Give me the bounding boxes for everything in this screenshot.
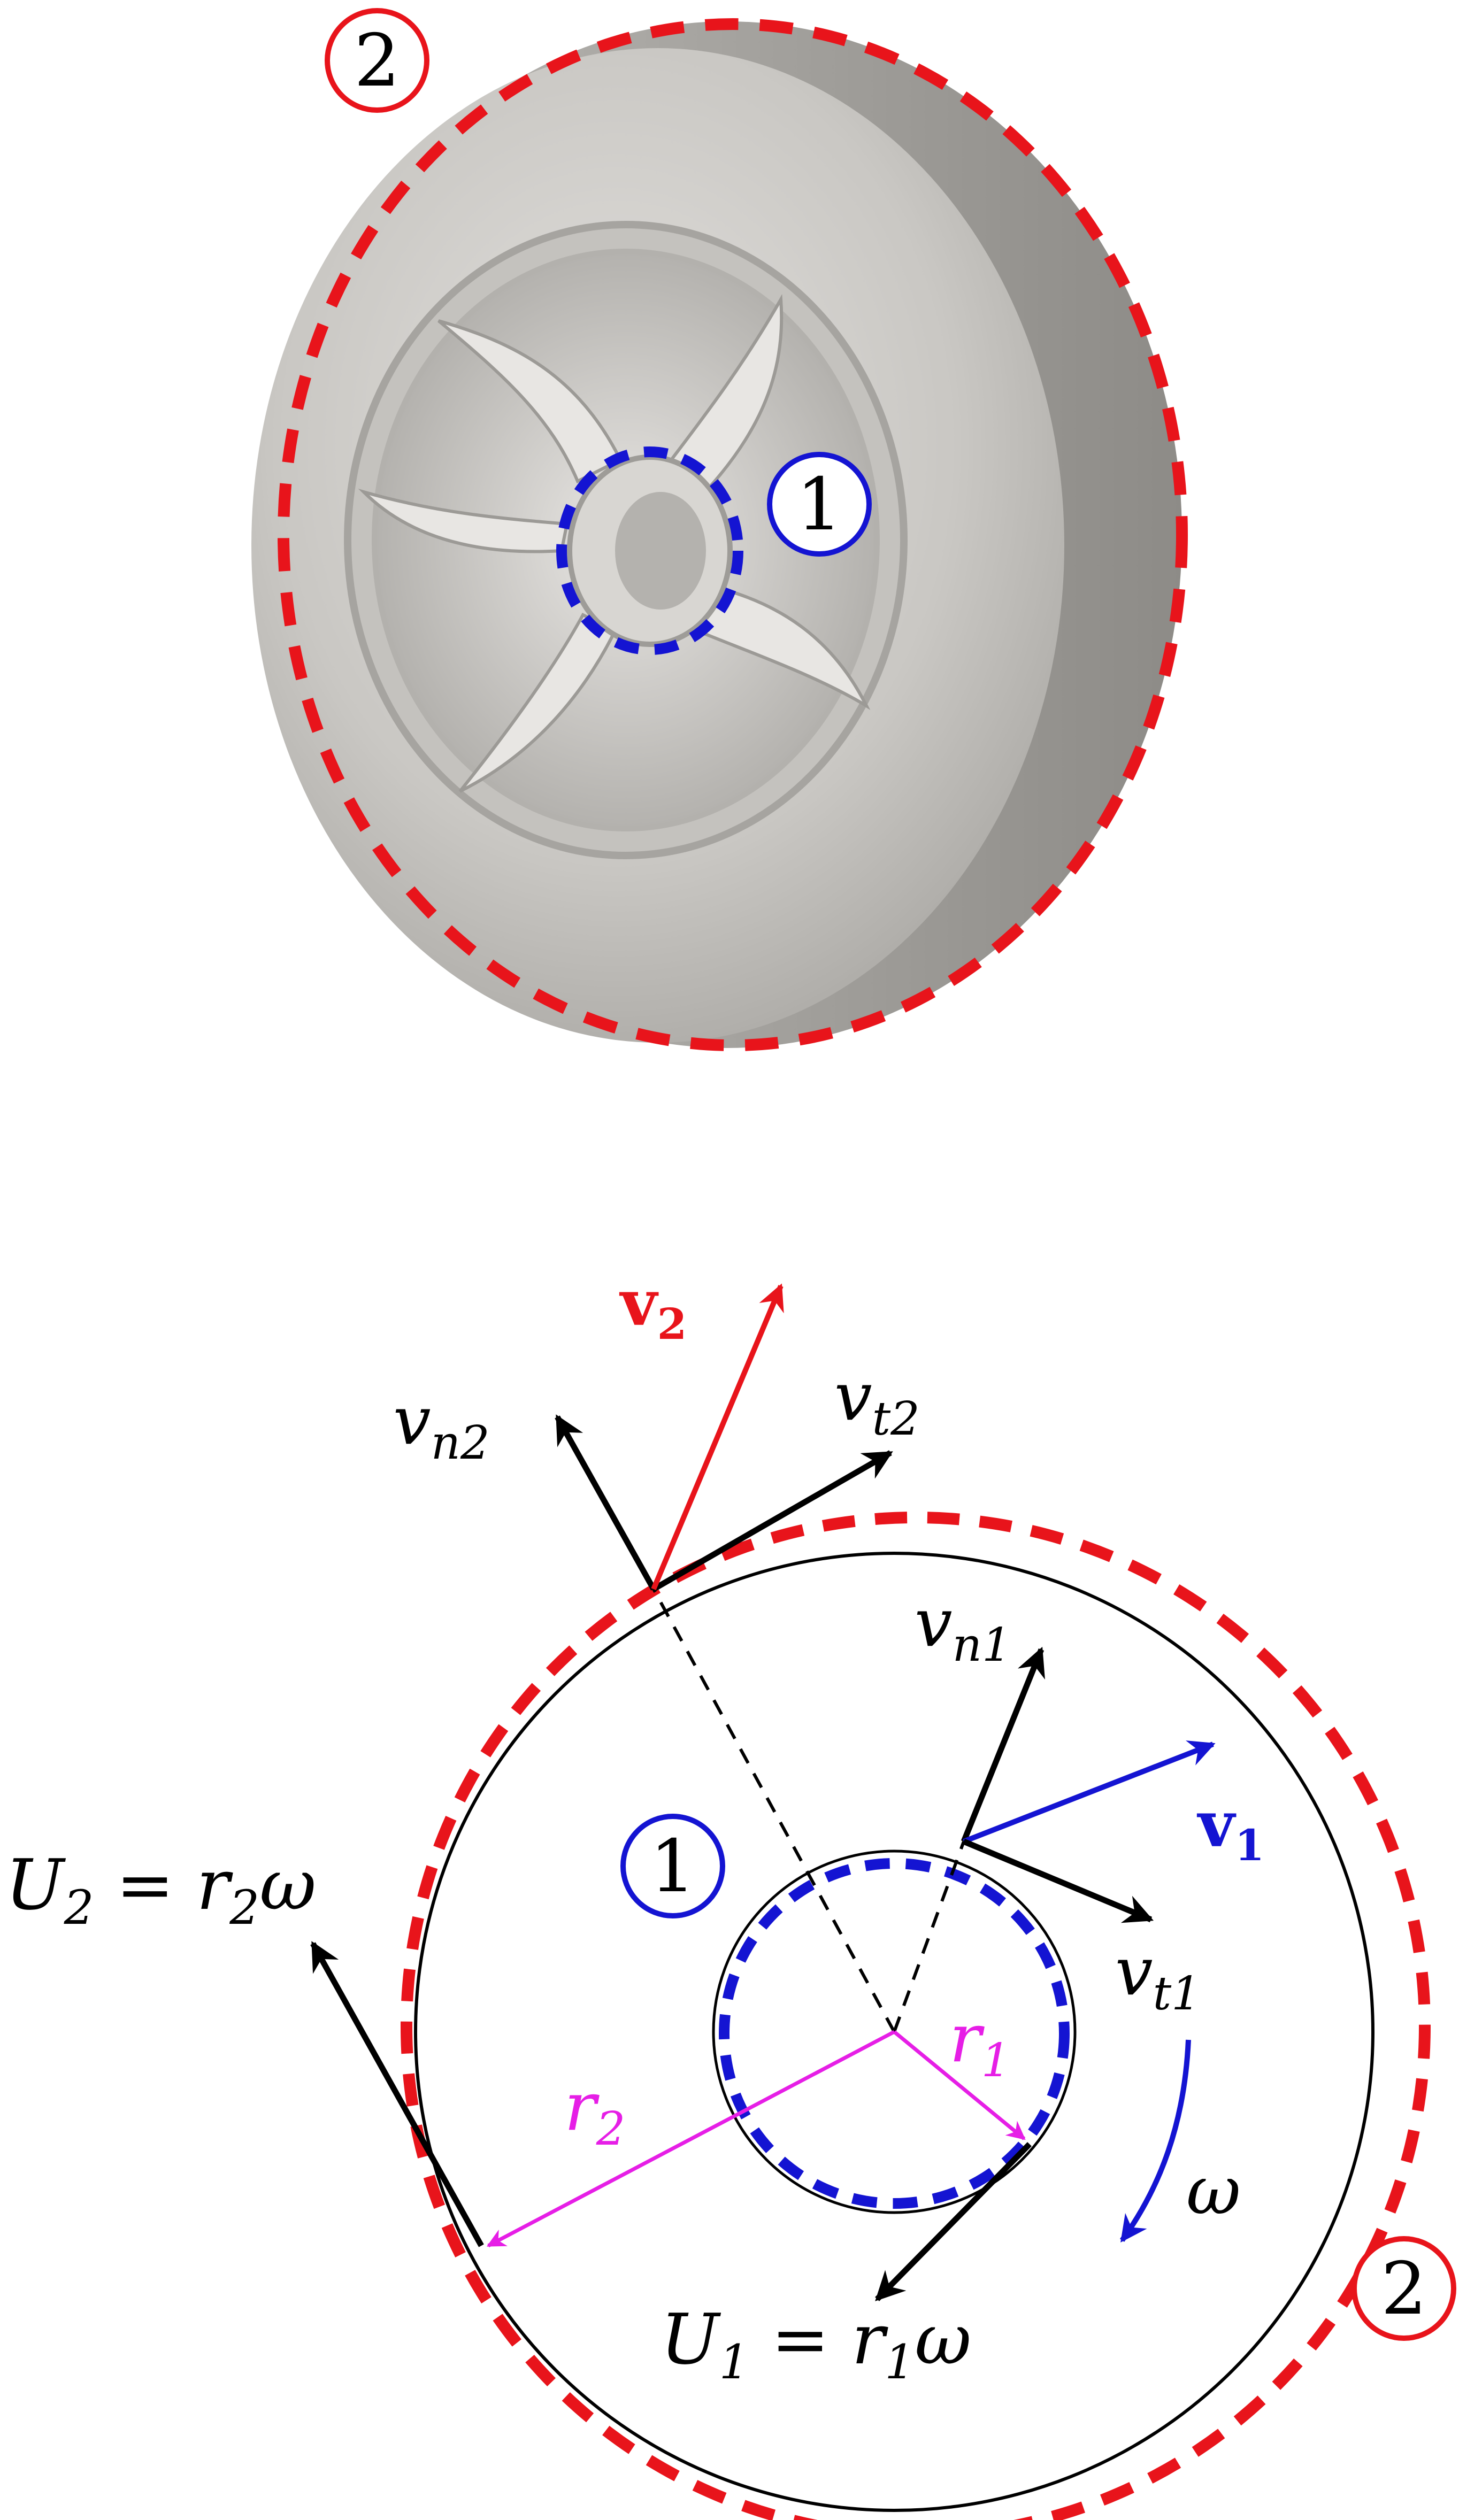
v1-label: v1 bbox=[1196, 1787, 1264, 1870]
U1-arrow bbox=[875, 2142, 1032, 2301]
omega-arrow bbox=[1119, 2039, 1191, 2243]
vt1-arrow bbox=[962, 1838, 1154, 1923]
vn1-label: vn1 bbox=[915, 1584, 1011, 1672]
vn1-arrow bbox=[961, 1646, 1045, 1843]
photo-marker-1: 1 bbox=[767, 452, 872, 557]
vt2-label: vt2 bbox=[834, 1358, 920, 1446]
velocity-diagram: v2 vn2 vt2 vn1 v1 vt1 r1 r2 ω bbox=[5, 1266, 1456, 2520]
photo-inlet-dashed-circle bbox=[556, 446, 743, 655]
radial-line-inlet bbox=[893, 1840, 965, 2033]
vn2-label: vn2 bbox=[393, 1382, 490, 1470]
v2-arrow bbox=[651, 1283, 784, 1590]
v1-arrow bbox=[963, 1740, 1216, 1844]
vt2-arrow bbox=[652, 1450, 893, 1592]
photo-marker-1-text: 1 bbox=[796, 463, 842, 546]
impeller-bore bbox=[615, 492, 706, 610]
r2-label: r2 bbox=[564, 2068, 625, 2156]
diagram-marker-1: 1 bbox=[620, 1814, 725, 1918]
vn2-arrow bbox=[555, 1414, 656, 1591]
vt1-label: vt1 bbox=[1115, 1933, 1201, 2021]
impeller-blades bbox=[358, 294, 871, 793]
r1-label: r1 bbox=[949, 2000, 1010, 2087]
omega-label: ω bbox=[1186, 2152, 1241, 2230]
U1-equation: U1 = r1ω bbox=[661, 2299, 971, 2390]
inlet-dashed-circle bbox=[719, 1858, 1070, 2209]
U2-equation: U2 = r2ω bbox=[5, 1844, 316, 1935]
U2-arrow bbox=[310, 1941, 484, 2247]
diagram-marker-2-text: 2 bbox=[1381, 2247, 1427, 2331]
diagram-marker-2: 2 bbox=[1352, 2236, 1456, 2341]
photo-marker-2: 2 bbox=[325, 8, 429, 113]
v2-label: v2 bbox=[619, 1266, 687, 1349]
impeller-photo: 2 1 bbox=[251, 8, 1188, 1051]
inner-impeller-circle bbox=[712, 1849, 1077, 2214]
r2-arrow bbox=[486, 2030, 895, 2248]
outer-impeller-circle bbox=[414, 1552, 1374, 2512]
photo-outlet-dashed-circle bbox=[278, 18, 1188, 1051]
diagram-marker-1-text: 1 bbox=[650, 1824, 696, 1908]
r1-arrow bbox=[893, 2030, 1026, 2140]
photo-marker-2-text: 2 bbox=[354, 19, 400, 103]
radial-line-outlet bbox=[652, 1588, 896, 2033]
outlet-dashed-circle bbox=[401, 1512, 1431, 2520]
